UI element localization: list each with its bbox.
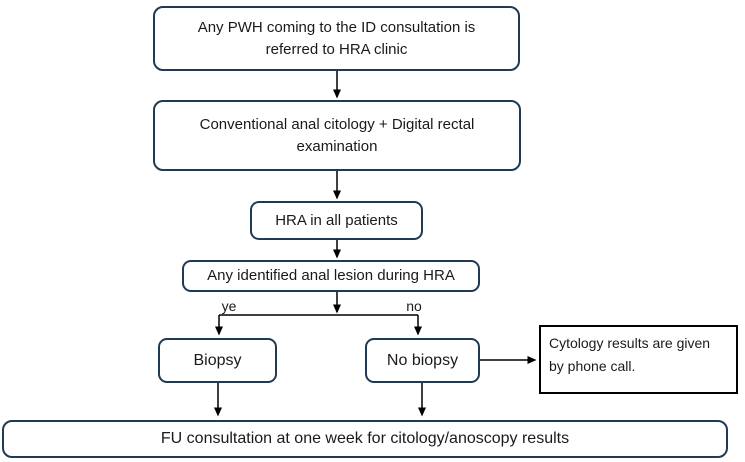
node-no-biopsy: No biopsy: [365, 338, 480, 383]
node-phone-results-callout: Cytology results are given by phone call…: [539, 325, 738, 394]
node-referral: Any PWH coming to the ID consultation is…: [153, 6, 520, 71]
node-lesion-check: Any identified anal lesion during HRA: [182, 260, 480, 292]
node-hra-all-patients: HRA in all patients: [250, 201, 423, 240]
edge-label-no: no: [406, 298, 422, 314]
node-biopsy: Biopsy: [158, 338, 277, 383]
node-followup-consultation: FU consultation at one week for citology…: [2, 420, 728, 458]
node-cytology-exam: Conventional anal citology + Digital rec…: [153, 100, 521, 171]
edge-label-yes: ye: [221, 298, 237, 314]
